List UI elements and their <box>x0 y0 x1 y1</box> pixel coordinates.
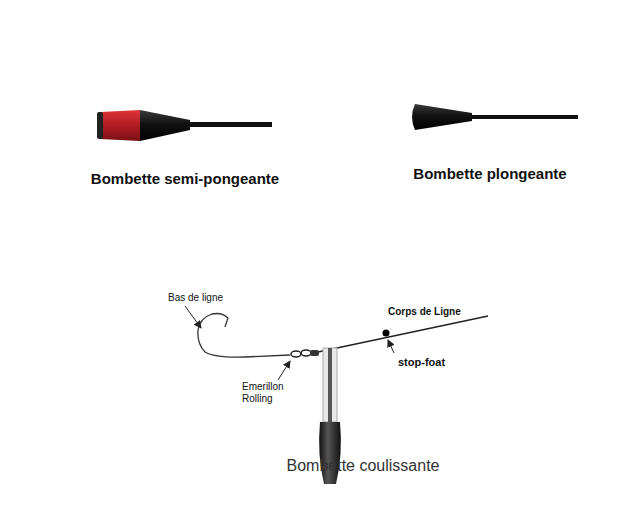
float-sinking <box>412 104 578 130</box>
caption: Bombette coulissante <box>287 457 440 475</box>
part-label: Bas de ligne <box>168 292 223 304</box>
caption: Bombette plongeante <box>413 165 566 182</box>
part-label: Emerillon Rolling <box>242 381 288 404</box>
rig <box>185 306 488 484</box>
float-semi-sinking <box>97 110 272 141</box>
part-label: Corps de Ligne <box>388 306 461 318</box>
caption: Bombette semi-pongeante <box>91 170 279 187</box>
part-label: stop-foat <box>398 356 445 369</box>
